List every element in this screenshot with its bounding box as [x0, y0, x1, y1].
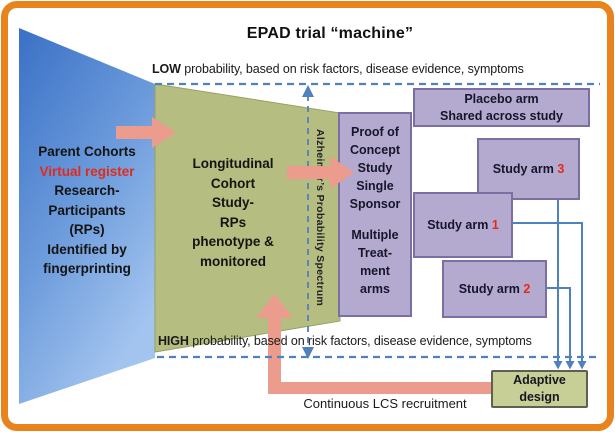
- study-arm-number: 3: [557, 161, 565, 176]
- study-arm-label: Study arm: [427, 217, 492, 232]
- parent-line: Participants: [48, 202, 126, 218]
- adaptive-line: design: [519, 390, 560, 404]
- study-arm-2-box: Study arm 2: [442, 260, 547, 318]
- proof-of-concept-box: Proof of Concept Study Single Sponsor Mu…: [338, 112, 412, 317]
- recruitment-loop-arrowhead: [256, 294, 293, 318]
- adaptive-design-box: Adaptive design: [491, 370, 588, 408]
- poc-line: Multiple: [351, 228, 399, 242]
- lcs-line: phenotype &: [192, 234, 274, 249]
- lcs-line: RPs: [219, 214, 247, 230]
- virtual-register-line: Virtual register: [39, 163, 135, 179]
- page-title: EPAD trial “machine”: [246, 25, 414, 42]
- adaptive-line: Adaptive: [513, 373, 566, 387]
- poc-line: Single: [356, 179, 394, 193]
- poc-line: Study: [357, 161, 393, 175]
- parent-cohort-text: Parent Cohorts Virtual register Research…: [22, 142, 152, 279]
- study-arm-number: 2: [523, 281, 531, 296]
- lcs-line: Cohort: [210, 175, 256, 191]
- study-arm-3-box: Study arm 3: [477, 138, 580, 200]
- placebo-line: Placebo arm: [464, 91, 539, 106]
- lcs-funnel-shape: [154, 83, 341, 353]
- parent-line: (RPs): [69, 222, 105, 237]
- spectrum-axis-label: Alzheimer’s Probability Spectrum: [314, 129, 326, 307]
- lcs-line: monitored: [200, 253, 266, 269]
- placebo-line: Shared across study: [440, 108, 563, 123]
- parent-cohort-funnel-shape: [19, 28, 155, 404]
- poc-line: ment: [360, 264, 390, 278]
- parent-line: Research-: [54, 183, 120, 198]
- high-bold: HIGH: [158, 334, 189, 348]
- study-arm-label: Study arm: [492, 161, 558, 176]
- poc-line: arms: [360, 282, 390, 296]
- poc-line: Concept: [350, 143, 400, 157]
- lcs-text: Longitudinal Cohort Study- RPs phenotype…: [163, 154, 303, 271]
- low-bold: LOW: [152, 62, 181, 76]
- parent-line: Parent Cohorts: [38, 144, 136, 159]
- poc-line: Proof of: [351, 125, 399, 139]
- recruitment-loop-arrow: [268, 314, 491, 394]
- parent-line: Identified by: [47, 241, 127, 257]
- poc-line: Sponsor: [349, 197, 401, 211]
- poc-line: Treat-: [357, 246, 393, 260]
- high-rest: probability, based on risk factors, dise…: [188, 334, 532, 348]
- study-arm-number: 1: [491, 217, 499, 232]
- lcs-line: Study-: [212, 195, 254, 210]
- lcs-line: Longitudinal: [192, 156, 274, 171]
- parent-line: fingerprinting: [43, 261, 131, 276]
- high-probability-label: HIGH probability, based on risk factors,…: [158, 334, 532, 348]
- study-arm-label: Study arm: [458, 281, 524, 296]
- cohort-flow-arrow: [116, 117, 176, 148]
- low-probability-label: LOW probability, based on risk factors, …: [152, 62, 524, 76]
- low-rest: probability, based on risk factors, dise…: [180, 62, 524, 76]
- recruitment-label: Continuous LCS recruitment: [303, 396, 467, 411]
- placebo-arm-box: Placebo arm Shared across study: [413, 88, 590, 127]
- study-arm-1-box: Study arm 1: [413, 192, 513, 258]
